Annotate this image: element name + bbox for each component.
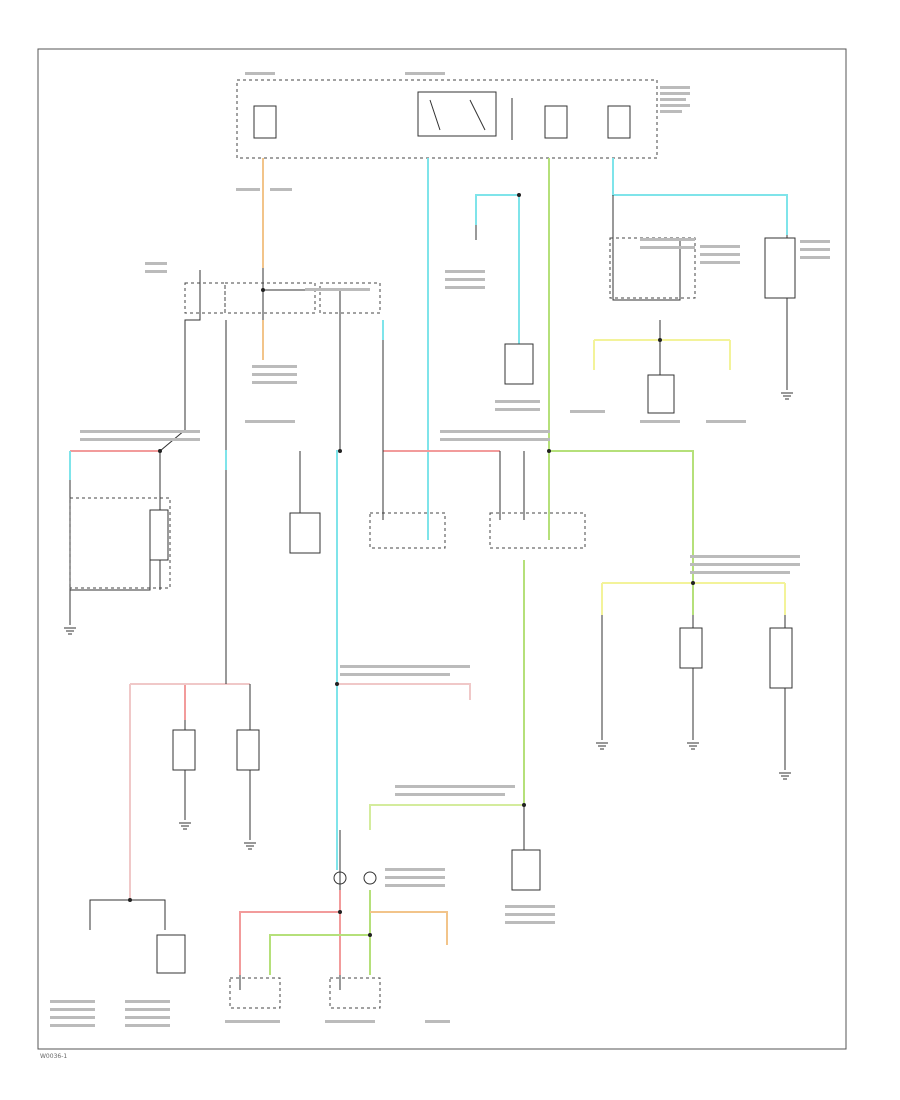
fuse-icon (544, 105, 568, 139)
diagram-frame (37, 48, 847, 1050)
module-box (489, 512, 586, 549)
relay-icon (417, 91, 497, 137)
module-box (184, 282, 226, 314)
fuse-icon (607, 105, 631, 139)
wire-pink (239, 890, 341, 975)
wire-green (269, 890, 371, 975)
relay-icon (764, 237, 796, 299)
wire-yellow (593, 339, 731, 370)
relay-icon (647, 374, 675, 414)
switch-icon (679, 627, 703, 669)
wire-cyan (475, 194, 520, 360)
module-box (319, 282, 381, 314)
switch-icon (236, 729, 260, 771)
ground-icon (64, 392, 793, 850)
wire-lightgreen (369, 804, 524, 830)
wire-pink (337, 683, 471, 700)
module-box (511, 849, 541, 891)
fuse-icon (253, 105, 277, 139)
label-placeholders (50, 72, 830, 1027)
wire-pink (129, 683, 250, 900)
module-box (289, 512, 321, 554)
bulb-icon (333, 871, 347, 885)
module-box (69, 497, 171, 589)
wire-green (549, 450, 694, 580)
footer-code: W0036-1 (40, 1053, 67, 1060)
module-box (224, 282, 316, 314)
relay-icon (504, 343, 534, 385)
power-distribution-box (236, 79, 658, 159)
module-box (229, 977, 281, 1009)
switch-icon (149, 509, 169, 561)
bulb-icon (363, 871, 377, 885)
module-box (329, 977, 381, 1009)
module-box (369, 512, 446, 549)
wire-cyan (612, 158, 788, 235)
wire-orange (370, 911, 448, 945)
switch-icon (769, 627, 793, 689)
splice-dot-icon (128, 193, 695, 937)
module-box (156, 934, 186, 974)
switch-icon (172, 729, 196, 771)
